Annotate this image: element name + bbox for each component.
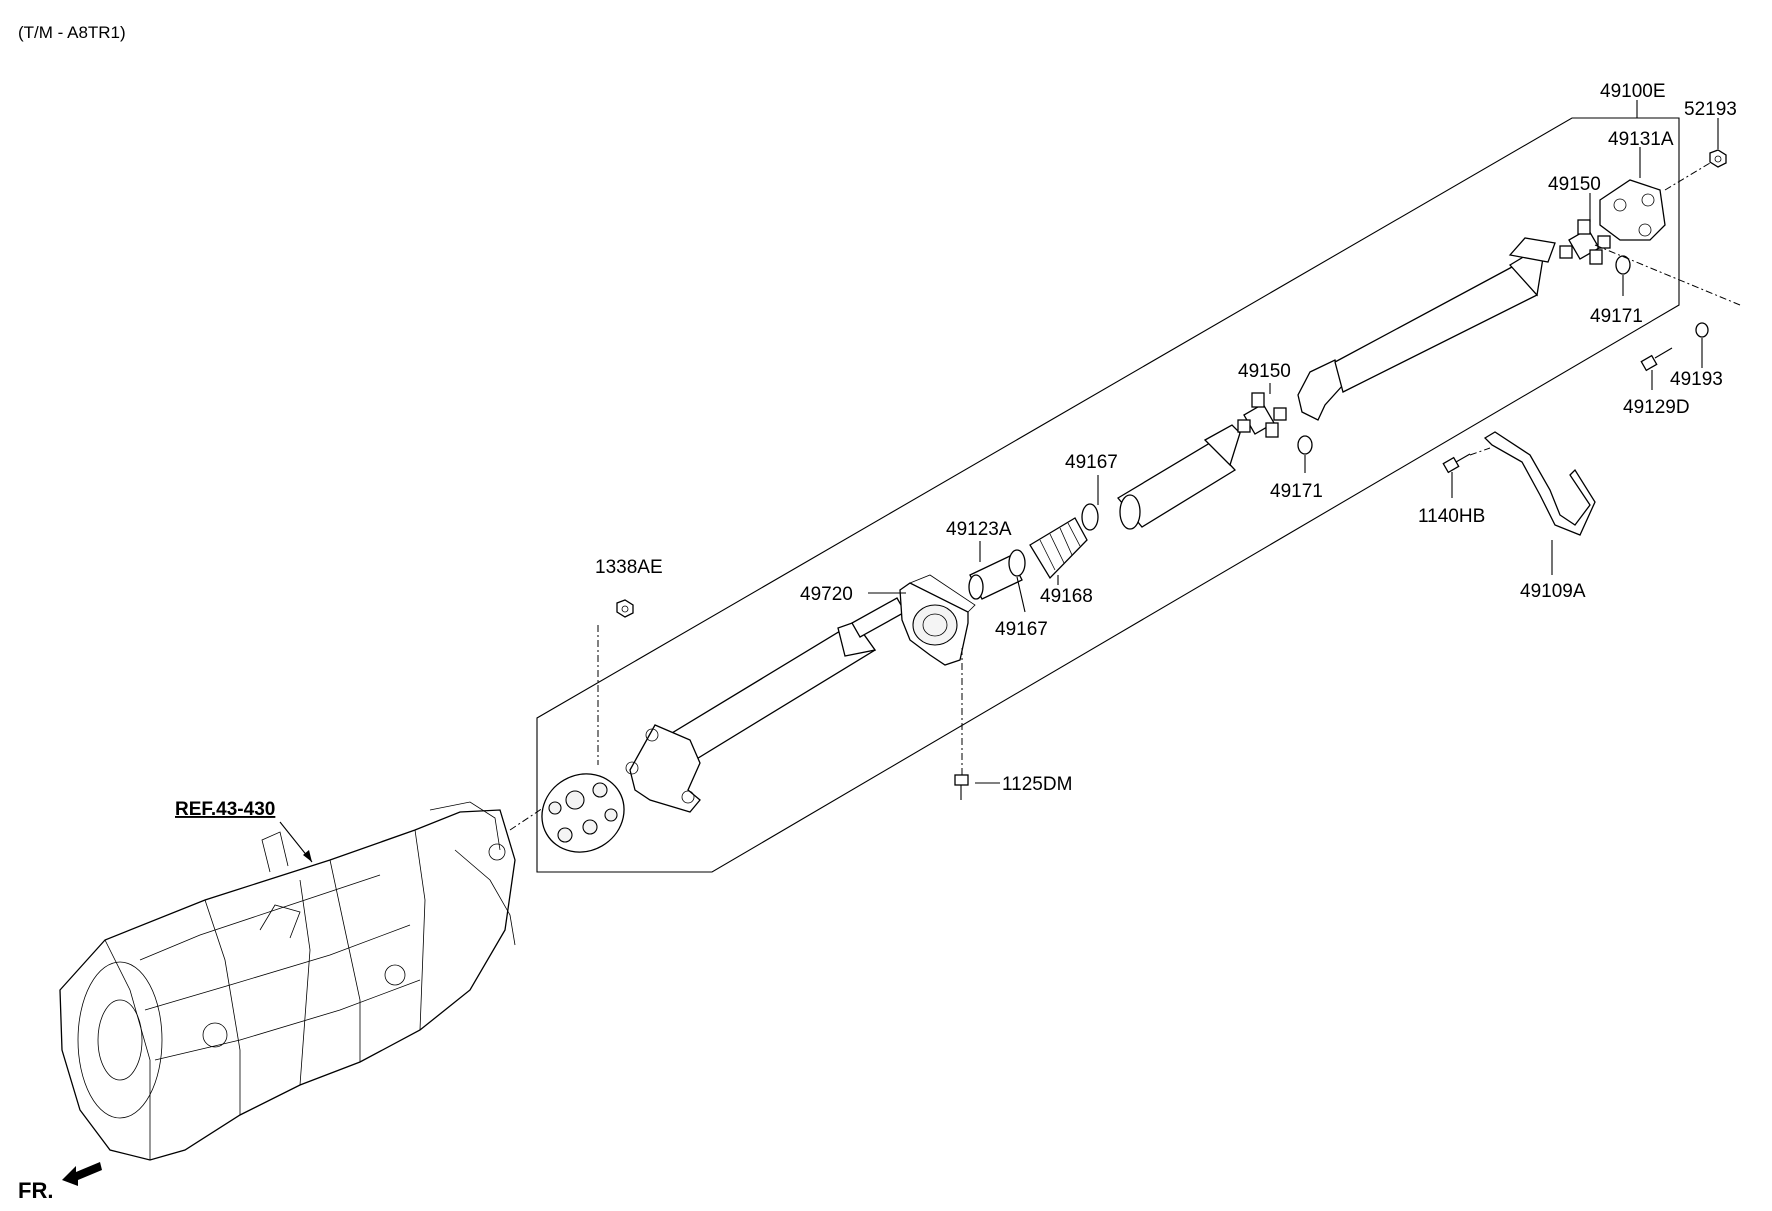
rubber-boot	[1029, 517, 1088, 580]
transmission-housing	[59, 801, 516, 1161]
callout-49150-rear: 49150	[1548, 174, 1601, 195]
rear-nut	[1709, 149, 1727, 168]
snap-ring-boot-low	[1008, 549, 1026, 577]
callout-1125DM: 1125DM	[1002, 774, 1072, 795]
callout-49123A: 49123A	[946, 519, 1012, 540]
bearing-bolt	[954, 774, 969, 800]
snap-ring-mid	[1297, 435, 1313, 455]
front-nut	[616, 599, 634, 618]
rear-universal-joint	[1559, 219, 1611, 265]
callout-49720: 49720	[800, 584, 853, 605]
flange-yoke	[1599, 179, 1666, 241]
heat-shield-bracket	[1483, 431, 1596, 536]
callout-49167-lower: 49167	[995, 619, 1048, 640]
front-marker: FR.	[18, 1178, 53, 1203]
transmission-header: (T/M - A8TR1)	[18, 23, 126, 42]
callout-49100E: 49100E	[1600, 81, 1666, 102]
front-propeller-shaft	[625, 597, 906, 813]
reference-label: REF.43-430	[175, 799, 275, 820]
callout-49168: 49168	[1040, 586, 1093, 607]
flexible-coupling	[541, 773, 625, 853]
bracket-bolt	[1442, 453, 1471, 474]
callout-49129D: 49129D	[1623, 397, 1690, 418]
callout-52193: 52193	[1684, 99, 1737, 120]
slip-yoke-shaft	[1117, 424, 1241, 530]
callout-49131A: 49131A	[1608, 129, 1674, 150]
callout-49171-rear: 49171	[1590, 306, 1643, 327]
snap-ring-rear	[1615, 255, 1631, 275]
callout-1338AE: 1338AE	[595, 557, 663, 578]
callout-49193: 49193	[1670, 369, 1723, 390]
callout-49171-mid: 49171	[1270, 481, 1323, 502]
center-bearing	[899, 574, 976, 666]
rear-propeller-shaft	[1297, 237, 1556, 421]
front-arrow-icon	[62, 1162, 102, 1186]
snap-ring-boot-top	[1081, 503, 1099, 531]
callout-49167-upper: 49167	[1065, 452, 1118, 473]
callout-49150-mid: 49150	[1238, 361, 1291, 382]
callout-49109A: 49109A	[1520, 581, 1586, 602]
assembly-boundary	[536, 117, 1680, 873]
callout-1140HB: 1140HB	[1418, 506, 1485, 527]
mid-universal-joint	[1237, 392, 1287, 438]
flange-bolt	[1640, 347, 1673, 372]
washer	[1695, 322, 1709, 338]
